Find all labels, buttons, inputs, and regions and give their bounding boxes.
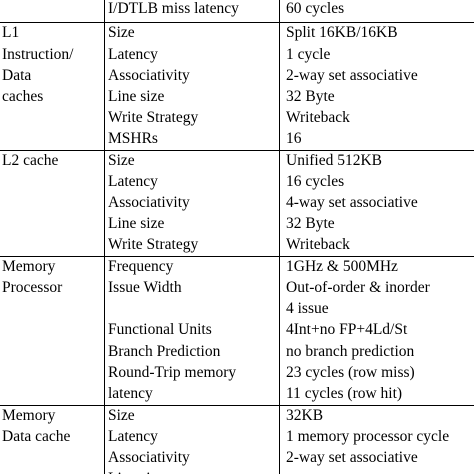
table-cell: Latency <box>108 46 158 63</box>
table-cell: 1 memory processor cycle <box>286 428 450 445</box>
table-cell: 2-way set associative <box>286 449 418 466</box>
table-cell: Write Strategy <box>108 236 199 253</box>
table-cell: no branch prediction <box>286 343 415 360</box>
table-cell: Size <box>108 152 135 169</box>
table-cell: Data <box>2 67 32 84</box>
table-cell: 4-way set associative <box>286 194 418 211</box>
table-cell: 32KB <box>286 407 324 424</box>
table-cell: I/DTLB miss latency <box>108 0 239 17</box>
table-cell: Line size <box>108 88 165 105</box>
table-cell: Writeback <box>286 236 350 253</box>
table-cell: 11 cycles (row hit) <box>286 385 403 402</box>
table-cell: 32 Byte <box>286 215 335 232</box>
table-cell: 1GHz & 500MHz <box>286 258 398 275</box>
table-cell: Functional Units <box>108 321 212 338</box>
table-cell: Unified 512KB <box>286 152 383 169</box>
row-divider-l1 <box>0 22 474 23</box>
table-cell: Writeback <box>286 109 350 126</box>
table-cell: Round-Trip memory <box>108 364 237 381</box>
table-cell: Branch Prediction <box>108 343 221 360</box>
table-cell: Memory <box>2 258 56 275</box>
table-cell: Size <box>108 24 135 41</box>
table-cell: 60 cycles <box>286 0 345 17</box>
table-cell: 1 cycle <box>286 46 331 63</box>
table-cell: Line size <box>108 469 164 474</box>
table-cell: 4 issue <box>286 300 329 317</box>
table-cell: Memory <box>2 407 56 424</box>
table-cell: Out-of-order & inorder <box>286 279 430 296</box>
table-cell: 2-way set associative <box>286 67 418 84</box>
table-cell: Associativity <box>108 449 190 466</box>
row-divider-l2 <box>0 150 474 151</box>
table-cell: L2 cache <box>2 152 59 169</box>
row-divider-memory-data-cache <box>0 405 474 406</box>
table-cell: 16 cycles <box>286 173 345 190</box>
column-divider-1 <box>104 0 105 474</box>
table-cell: Line size <box>108 215 165 232</box>
table-cell: L1 <box>2 24 20 41</box>
table-cell: MSHRs <box>108 130 158 147</box>
table-cell: Latency <box>108 428 158 445</box>
table-cell: 32 Byte <box>286 88 335 105</box>
table-cell: Write Strategy <box>108 109 199 126</box>
table-cell: Processor <box>2 279 63 296</box>
table-cell: Data cache <box>2 428 71 445</box>
table-cell: Frequency <box>108 258 174 275</box>
table-cell: 23 cycles (row miss) <box>286 364 415 381</box>
row-divider-memory-processor <box>0 256 474 257</box>
table-cell: Split 16KB/16KB <box>286 24 398 41</box>
table-cell: Instruction/ <box>2 46 74 63</box>
table-cell: Associativity <box>108 67 190 84</box>
table-cell: Latency <box>108 173 158 190</box>
column-divider-2 <box>279 0 280 474</box>
table-cell: 4Int+no FP+4Ld/St <box>286 321 408 338</box>
table-cell: 16 <box>286 130 302 147</box>
table-cell: Size <box>108 407 135 424</box>
table-cell: latency <box>108 385 153 402</box>
table-cell: caches <box>2 88 44 105</box>
table-cell: Associativity <box>108 194 190 211</box>
table-cell: Issue Width <box>108 279 182 296</box>
